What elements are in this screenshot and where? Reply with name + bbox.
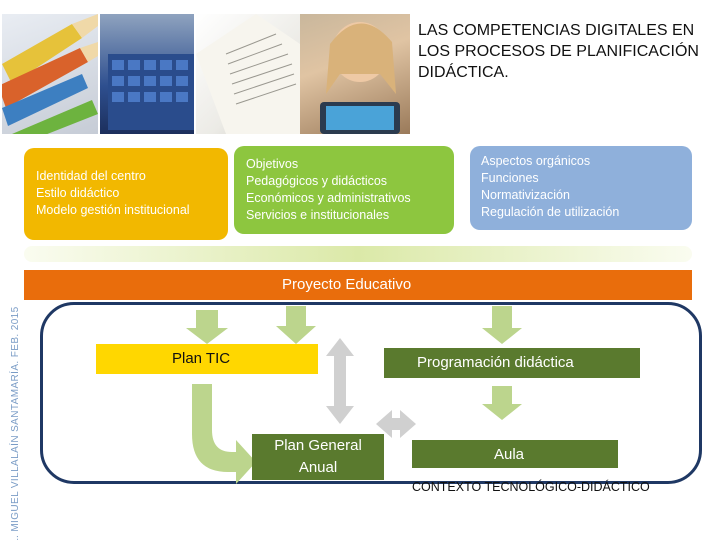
proyecto-educativo-label: Proyecto Educativo: [282, 276, 412, 293]
aspectos-line: Aspectos orgánicos: [481, 154, 591, 168]
plan-general-block: Plan General Anual: [252, 434, 384, 480]
child-tablet-photo: [300, 14, 410, 134]
pencils-photo: [2, 14, 98, 134]
objetivos-line: Servicios e institucionales: [246, 208, 390, 222]
page-title: LAS COMPETENCIAS DIGITALES EN LOS PROCES…: [418, 22, 699, 81]
tablet-keyboard-photo: [100, 14, 194, 134]
identidad-line: Modelo gestión institucional: [36, 203, 190, 217]
plan-tic-block: Plan TIC: [96, 344, 318, 374]
contexto-label: CONTEXTO TECNOLÓGICO-DIDÁCTICO: [412, 480, 650, 494]
open-book-photo: [196, 14, 300, 134]
programacion-block: Programación didáctica: [384, 348, 640, 378]
aspectos-line: Normativización: [481, 188, 570, 202]
identidad-line: Estilo didáctico: [36, 186, 120, 200]
identidad-line: Identidad del centro: [36, 169, 146, 183]
aspectos-line: Regulación de utilización: [481, 205, 620, 219]
aspectos-line: Funciones: [481, 171, 539, 185]
aula-block: Aula: [412, 440, 618, 468]
green-divider-band: [24, 246, 692, 262]
plan-general-line: Plan General: [274, 437, 362, 454]
proyecto-educativo-bar: Proyecto Educativo: [24, 270, 692, 300]
aula-label: Aula: [494, 446, 525, 463]
objetivos-line: Económicos y administrativos: [246, 191, 411, 205]
objetivos-box: Objetivos Pedagógicos y didácticos Econó…: [234, 146, 454, 234]
programacion-label: Programación didáctica: [417, 354, 574, 371]
objetivos-line: Objetivos: [246, 157, 299, 171]
plan-general-line: Anual: [298, 459, 338, 476]
identidad-box: Identidad del centro Estilo didáctico Mo…: [24, 148, 228, 240]
plan-tic-label: Plan TIC: [172, 350, 231, 367]
context-frame: [40, 302, 702, 484]
aspectos-box: Aspectos orgánicos Funciones Normativiza…: [470, 146, 692, 230]
objetivos-line: Pedagógicos y didácticos: [246, 174, 388, 188]
